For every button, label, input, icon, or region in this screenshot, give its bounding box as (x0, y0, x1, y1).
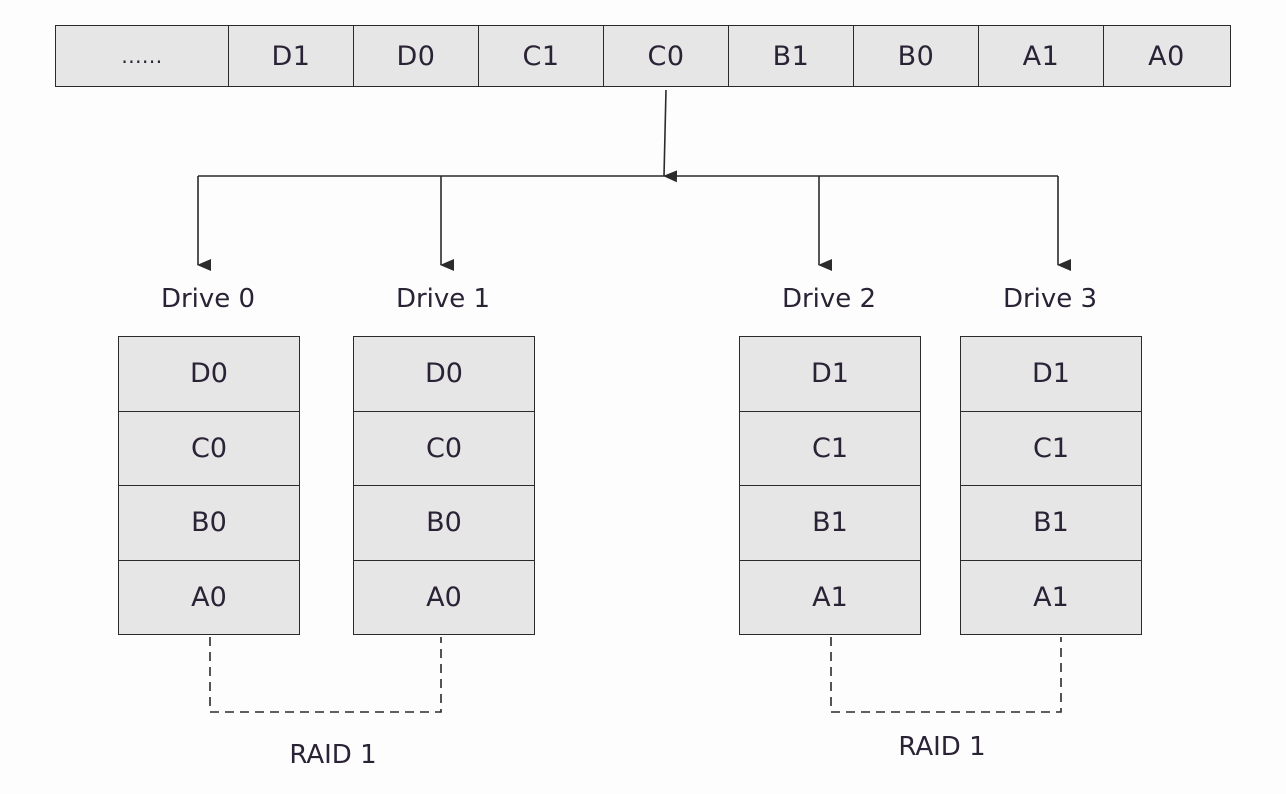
drive-block: D1 (961, 337, 1141, 412)
drive-block: D0 (354, 337, 534, 412)
drive-1: D0 C0 B0 A0 (353, 336, 535, 635)
raid1-label-left: RAID 1 (289, 740, 377, 770)
stream-cell: C0 (604, 26, 729, 86)
data-stream: ...... D1 D0 C1 C0 B1 B0 A1 A0 (55, 25, 1231, 87)
stream-cell: A1 (979, 26, 1104, 86)
drive-3: D1 C1 B1 A1 (960, 336, 1142, 635)
drive-block: D0 (119, 337, 299, 412)
stream-cell: B1 (729, 26, 854, 86)
drive-block: B1 (961, 486, 1141, 561)
drive-1-label: Drive 1 (395, 284, 491, 314)
raid1-bracket-left (209, 637, 442, 713)
drive-block: A1 (1033, 581, 1069, 613)
stream-cell: B0 (854, 26, 979, 86)
drive-block: A0 (426, 581, 462, 613)
drive-block: B1 (740, 486, 920, 561)
stream-to-bus-arrow (663, 89, 678, 183)
drive-block: C0 (119, 412, 299, 486)
drive-block: C0 (354, 412, 534, 486)
raid1-label-right: RAID 1 (898, 732, 986, 762)
drive-block: D1 (740, 337, 920, 412)
drive-0-label: Drive 0 (160, 284, 256, 314)
stream-cell: A0 (1148, 40, 1185, 72)
drive-0: D0 C0 B0 A0 (118, 336, 300, 635)
drive-block: C1 (740, 412, 920, 486)
drive-2: D1 C1 B1 A1 (739, 336, 921, 635)
stream-cell-ellipsis: ...... (56, 26, 229, 86)
stream-cell: D1 (229, 26, 354, 86)
stream-cell: C1 (479, 26, 604, 86)
drive-3-label: Drive 3 (1002, 284, 1098, 314)
drive-block: A1 (812, 581, 848, 613)
raid1-bracket-right (830, 637, 1062, 713)
drive-block: B0 (354, 486, 534, 561)
drive-block: C1 (961, 412, 1141, 486)
stream-cell: D0 (354, 26, 479, 86)
drive-2-label: Drive 2 (781, 284, 877, 314)
drive-block: A0 (191, 581, 227, 613)
drive-block: B0 (119, 486, 299, 561)
